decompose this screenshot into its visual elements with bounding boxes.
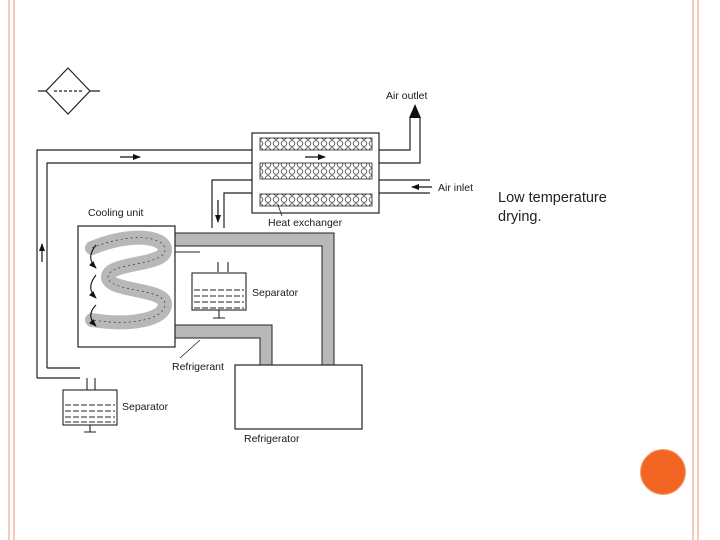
label-air-inlet: Air inlet [438,182,473,194]
refrigerator-box [234,364,363,430]
label-air-outlet: Air outlet [386,90,428,102]
label-separator-lower: Separator [122,401,169,413]
filter-symbol-icon [38,67,100,115]
slide-caption: Low temperature drying. [498,189,648,227]
right-border-stripe [697,0,699,540]
separator-lower [62,378,118,433]
label-refrigerator: Refrigerator [244,433,300,445]
separator-upper [175,251,247,319]
decorative-circle [640,449,686,495]
label-refrigerant: Refrigerant [172,361,224,373]
leader-lines [179,204,283,359]
caption-line-1: Low temperature [498,190,607,206]
swirl-arrows [88,244,97,327]
caption-line-2: drying. [498,209,542,225]
label-separator-upper: Separator [252,287,299,299]
air-outlet-arrow [409,104,421,118]
left-border-stripe-inner [13,0,15,540]
heat-exchanger [251,132,380,214]
label-heat-exchanger: Heat exchanger [268,217,343,229]
left-border-stripe [8,0,10,540]
right-border-stripe-inner [692,0,694,540]
air-pipe-outer [36,118,421,379]
label-cooling-unit: Cooling unit [88,207,144,219]
